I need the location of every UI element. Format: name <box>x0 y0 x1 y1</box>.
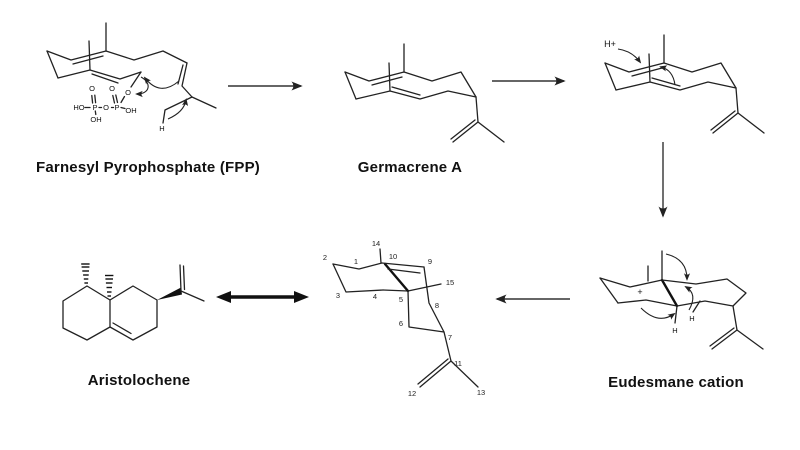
germacrene-a-structure <box>344 43 505 143</box>
atom-label-h-fpp: H <box>159 124 164 133</box>
atom-label-h-bottom: H <box>672 326 677 335</box>
carbon-number-1: 1 <box>354 257 358 266</box>
carbon-number-11: 11 <box>454 359 462 368</box>
atom-label-ester-o: O <box>125 88 131 97</box>
atom-label-o-double-right: O <box>109 84 115 93</box>
eudesmane-cation-structure: + H H <box>599 250 764 350</box>
carbon-number-10: 10 <box>389 252 397 261</box>
carbon-number-9: 9 <box>428 257 432 266</box>
cation-charge-label: + <box>637 287 642 297</box>
atom-label-oh-right: OH <box>125 106 136 115</box>
carbon-number-2: 2 <box>323 253 327 262</box>
carbon-number-5: 5 <box>399 295 403 304</box>
aristolochene-structure <box>62 263 205 341</box>
fpp-curved-arrows <box>135 76 189 120</box>
carbon-number-labels: 1 2 3 4 5 6 7 8 9 10 11 12 13 14 15 <box>323 239 485 398</box>
carbon-number-3: 3 <box>336 291 340 300</box>
atom-label-p-right: P <box>114 103 119 112</box>
proton-label: H+ <box>604 39 616 49</box>
atom-label-h-right: H <box>689 314 694 323</box>
numbered-intermediate-structure: 1 2 3 4 5 6 7 8 9 10 11 12 13 14 15 <box>323 239 485 398</box>
double-headed-arrow-aristolochene <box>216 291 309 303</box>
carbon-number-6: 6 <box>399 319 403 328</box>
hydride-shift-curved-arrows <box>640 253 694 320</box>
carbon-number-15: 15 <box>446 278 454 287</box>
label-farnesyl-pyrophosphate: Farnesyl Pyrophosphate (FPP) <box>36 159 260 176</box>
pyrophosphate-group: O P O OH O P O HO OH <box>73 84 136 124</box>
fpp-structure: O P O OH O P O HO OH H <box>46 22 217 133</box>
atom-label-p-left: P <box>92 103 97 112</box>
bold-wedge-isopropenyl <box>157 287 182 300</box>
protonation-curved-arrows <box>617 48 676 86</box>
atom-label-o-bridge: O <box>103 103 109 112</box>
carbon-number-13: 13 <box>477 388 485 397</box>
carbon-number-7: 7 <box>448 333 452 342</box>
atom-label-o-double-left: O <box>89 84 95 93</box>
carbon-number-4: 4 <box>373 292 377 301</box>
atom-label-ho: HO <box>73 103 84 112</box>
label-aristolochene: Aristolochene <box>87 372 191 389</box>
hashed-methyl-fusion <box>105 274 114 297</box>
hashed-methyl-left <box>81 263 90 284</box>
protonated-germacrene-structure: H+ <box>604 34 765 134</box>
label-germacrene-a: Germacrene A <box>357 159 463 176</box>
carbon-number-14: 14 <box>372 239 380 248</box>
label-eudesmane-cation: Eudesmane cation <box>608 374 744 391</box>
carbon-number-8: 8 <box>435 301 439 310</box>
carbon-number-12: 12 <box>408 389 416 398</box>
atom-label-oh-below: OH <box>90 115 101 124</box>
